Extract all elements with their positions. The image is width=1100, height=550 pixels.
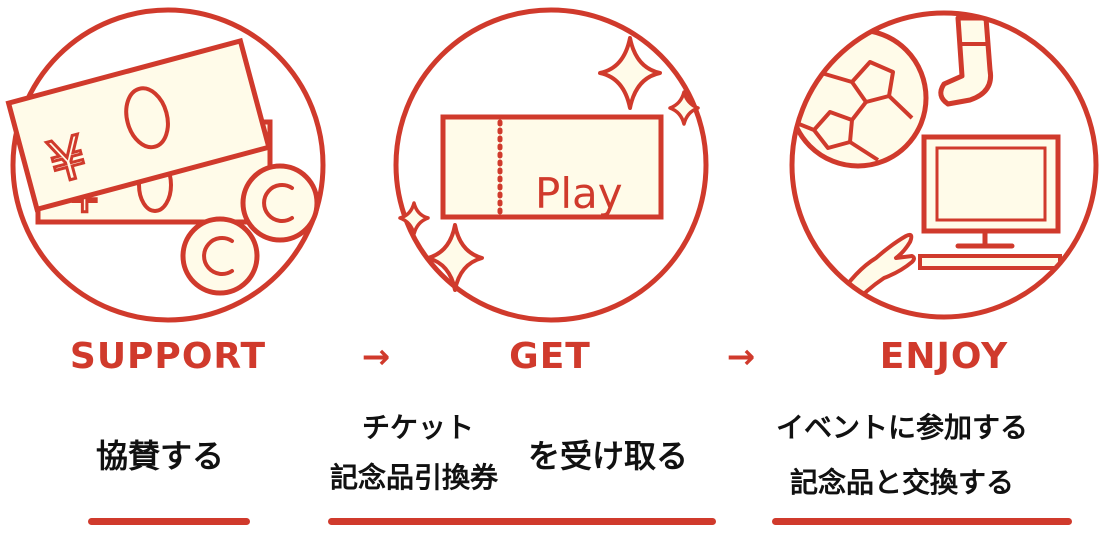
step-description-enjoy-line2: 記念品と交換する xyxy=(790,466,1015,499)
money-icon: ¥ ¥ xyxy=(5,7,326,323)
step-icons: ¥ ¥ Play xyxy=(5,7,1099,323)
step-description-get-line2: 記念品引換券 xyxy=(330,461,499,494)
step-description-get-suffix: を受け取る xyxy=(528,437,689,475)
step-title-get: GET xyxy=(509,336,591,377)
arrow-icon: → xyxy=(361,337,391,377)
step-description-get-line1: チケット xyxy=(362,411,475,444)
step-description-enjoy-line1: イベントに参加する xyxy=(776,411,1029,444)
svg-text:¥: ¥ xyxy=(41,122,94,197)
underline-get xyxy=(328,518,716,525)
step-title-enjoy: ENJOY xyxy=(879,336,1009,377)
arrow-icon: → xyxy=(726,337,756,377)
ticket-icon: Play xyxy=(393,7,709,323)
step-description-support: 協賛する xyxy=(96,437,225,475)
step-title-support: SUPPORT xyxy=(69,336,267,377)
ticket-label: Play xyxy=(535,169,623,218)
event-icon xyxy=(789,10,1099,320)
underline-support xyxy=(88,518,250,525)
underline-enjoy xyxy=(772,518,1072,525)
